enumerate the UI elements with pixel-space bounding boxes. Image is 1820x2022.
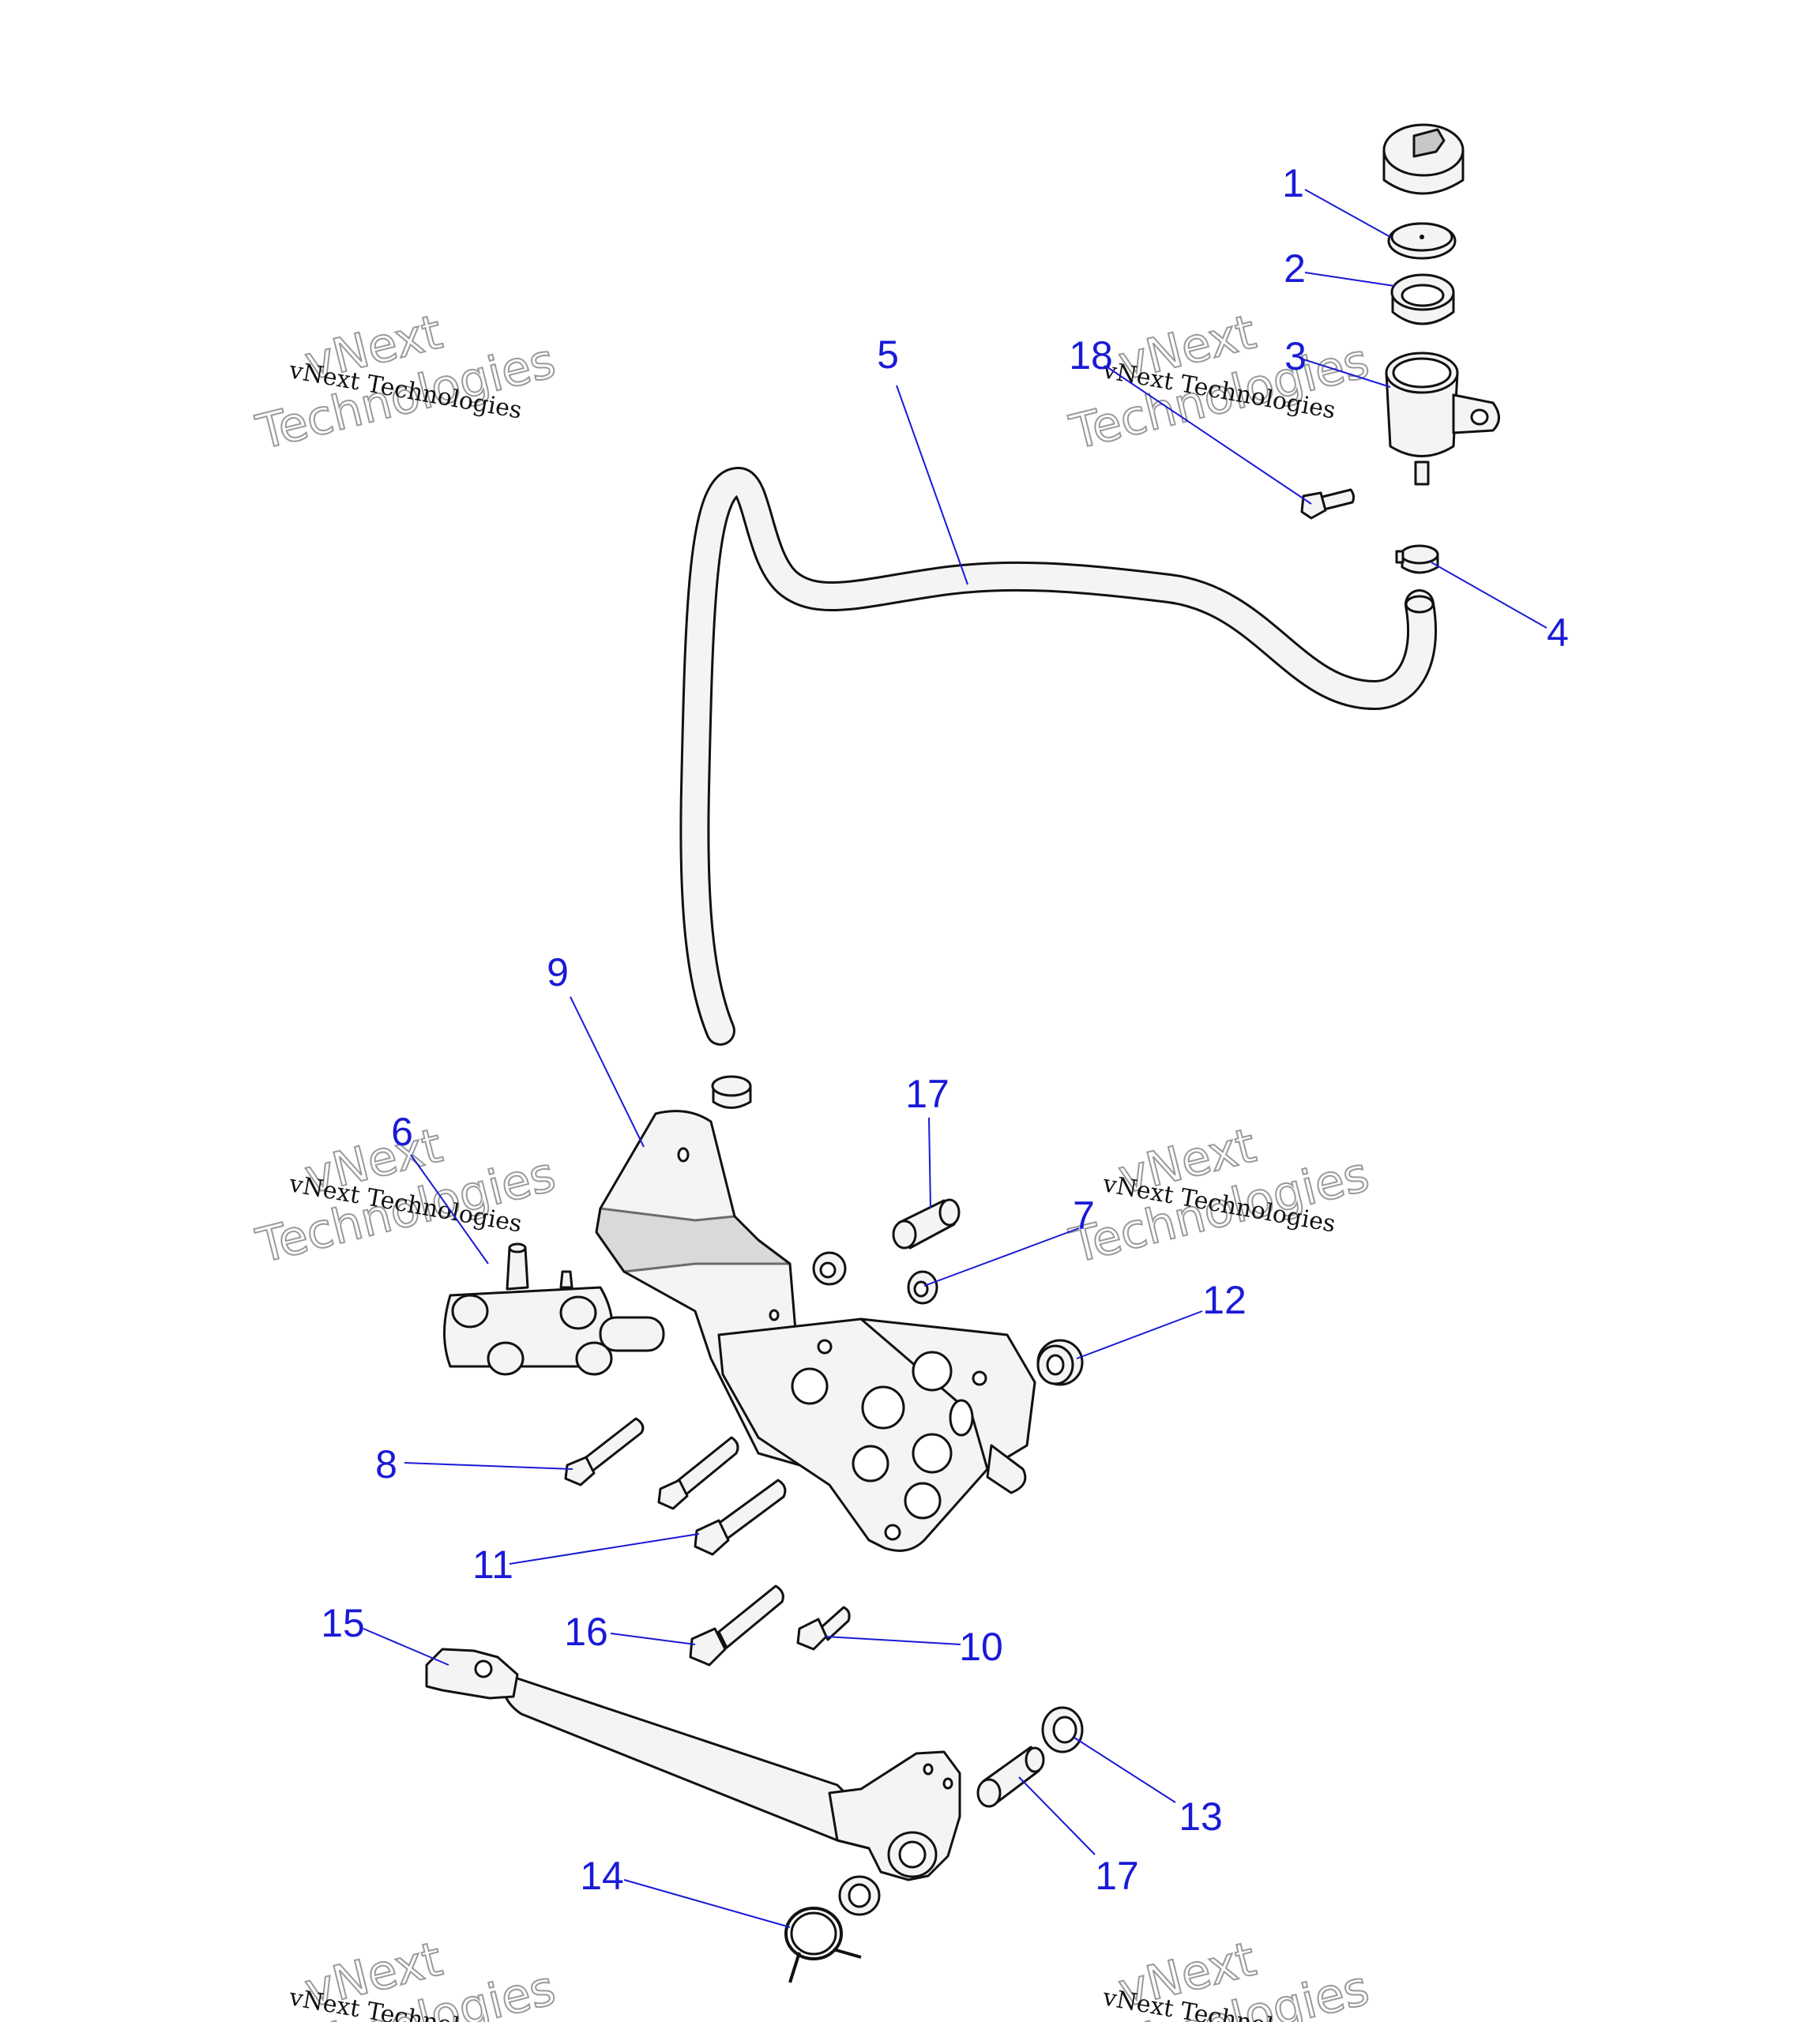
callout-12: 12 <box>1202 1278 1247 1322</box>
callout-17-lower: 17 <box>1095 1854 1139 1898</box>
callout-7: 7 <box>1073 1193 1095 1238</box>
bolt-8 <box>564 1417 645 1486</box>
bushing-pedal-pivot <box>838 1875 881 1916</box>
bolt-16 <box>689 1584 784 1667</box>
brake-hose <box>679 467 1438 1046</box>
callout-2: 2 <box>1284 246 1306 291</box>
callout-1: 1 <box>1282 161 1304 205</box>
bushing-17-lower <box>976 1746 1045 1808</box>
callout-18: 18 <box>1069 333 1113 378</box>
bushing-13 <box>1041 1706 1084 1753</box>
bushing-7-left <box>812 1251 847 1286</box>
diaphragm <box>1387 222 1457 260</box>
master-cylinder <box>443 1242 665 1376</box>
callout-15: 15 <box>321 1601 365 1645</box>
bolt-18 <box>1300 488 1356 520</box>
callout-4: 4 <box>1547 611 1569 655</box>
bolt-middle <box>657 1436 739 1510</box>
bushing-17-upper <box>892 1198 961 1250</box>
callout-3: 3 <box>1284 334 1307 378</box>
return-spring <box>784 1907 862 1983</box>
callout-16: 16 <box>564 1610 608 1654</box>
callout-17-upper: 17 <box>905 1072 949 1116</box>
watermark-top-left: vNext Technologies <box>250 303 562 461</box>
seal-ring <box>1390 273 1455 325</box>
pedal-bracket <box>595 1110 1036 1552</box>
bushing-12 <box>1036 1339 1084 1386</box>
callout-5: 5 <box>877 333 899 377</box>
leader-lines <box>363 189 1547 1928</box>
reservoir-cap <box>1382 123 1465 195</box>
callout-14: 14 <box>580 1854 624 1898</box>
bushing-7 <box>907 1270 938 1305</box>
callout-10: 10 <box>959 1625 1003 1669</box>
callout-8: 8 <box>375 1442 397 1486</box>
hose-clamp-4 <box>1395 544 1439 574</box>
brake-pedal-arm <box>425 1648 961 1881</box>
bolt-11 <box>694 1479 787 1556</box>
reservoir-body <box>1385 351 1500 486</box>
callout-9: 9 <box>547 950 569 994</box>
bolt-10 <box>796 1606 851 1651</box>
callout-11: 11 <box>472 1543 513 1587</box>
callouts: 1 2 3 4 5 6 7 8 9 10 11 12 13 14 15 16 1… <box>321 161 1569 1898</box>
watermark-mid-right: vNext Technologies <box>1064 1117 1375 1275</box>
callout-6: 6 <box>391 1110 413 1154</box>
callout-13: 13 <box>1179 1795 1223 1839</box>
hose-clamp-lower <box>711 1075 752 1109</box>
